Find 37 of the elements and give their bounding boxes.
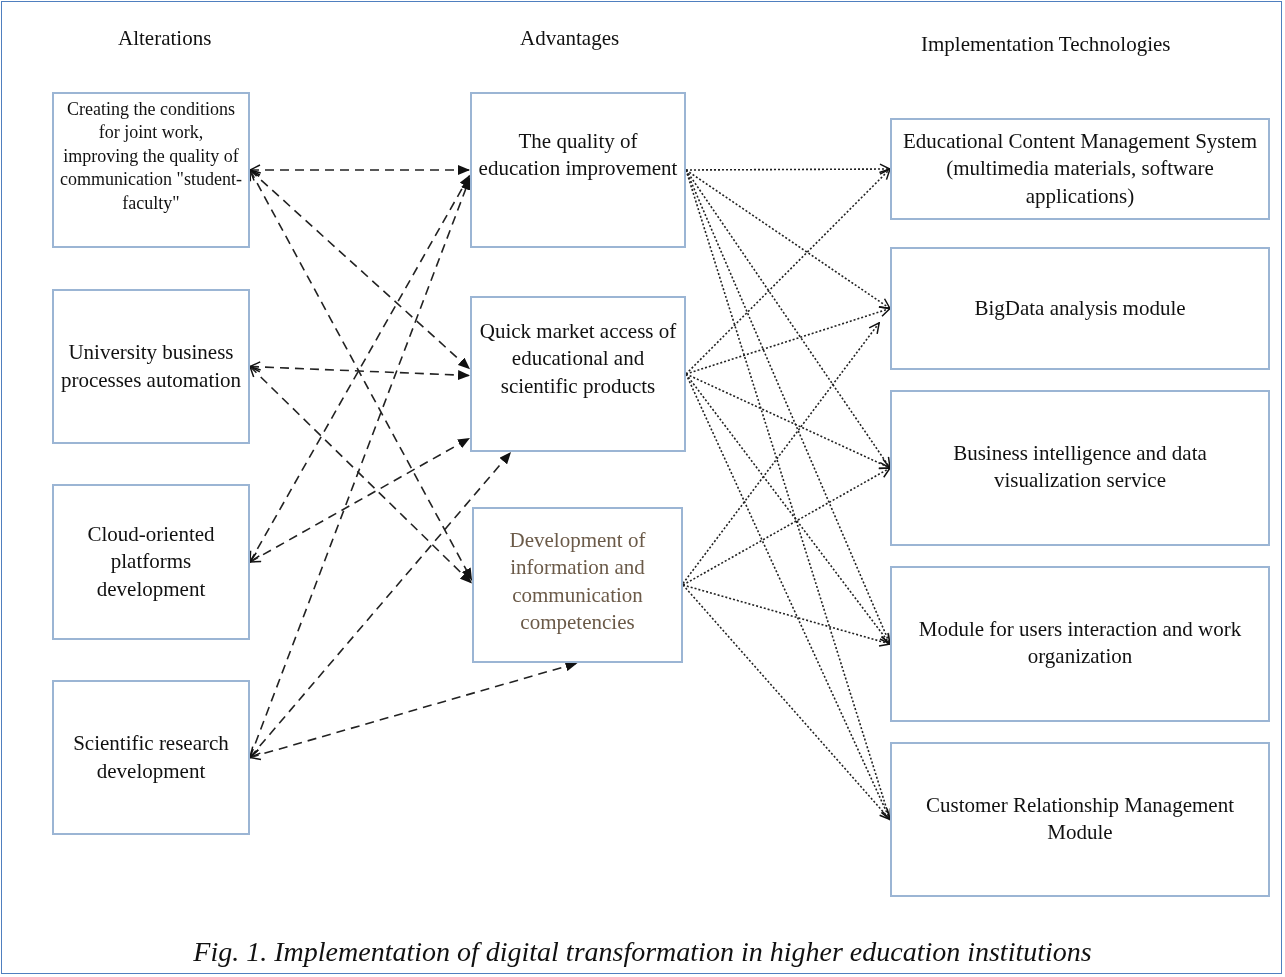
process-box <box>52 92 250 248</box>
process-box <box>52 680 250 835</box>
column-heading: Advantages <box>520 26 620 51</box>
process-box <box>890 742 1270 897</box>
process-box <box>52 289 250 444</box>
node-text: BigData analysis module <box>974 295 1186 322</box>
arrow <box>249 661 579 761</box>
process-box <box>890 247 1270 370</box>
arrow <box>249 361 471 381</box>
node-text: Educational Content Management System (multimedia materials, software applications) <box>902 128 1258 210</box>
arrow <box>682 584 891 821</box>
node-text: The quality of education improvement <box>478 128 678 183</box>
node-text: Business intelligence and data visualization service <box>952 440 1208 495</box>
arrow <box>249 164 471 176</box>
column-heading: Alterations <box>118 26 212 51</box>
node-text: Scientific research development <box>72 730 230 785</box>
node-text: Module for users interaction and work organization <box>917 616 1243 671</box>
node-text: Customer Relationship Management Module <box>925 792 1235 847</box>
process-box <box>470 296 686 452</box>
process-box <box>890 118 1270 220</box>
process-box <box>890 566 1270 722</box>
node-text: Quick market access of educational and scientific products <box>478 318 678 400</box>
process-box <box>472 507 683 663</box>
process-box <box>890 390 1270 546</box>
column-heading: Implementation Technologies <box>921 32 1171 57</box>
process-box <box>52 484 250 640</box>
arrow <box>249 451 512 759</box>
node-text: Cloud-oriented platforms development <box>86 521 216 603</box>
process-box <box>470 92 686 248</box>
node-text: Creating the conditions for joint work, improving the quality of communication "student-faculty" <box>60 98 242 215</box>
arrow <box>249 169 471 371</box>
arrow <box>249 365 473 585</box>
node-text: Development of information and communication competencies <box>508 527 647 636</box>
figure-caption: Fig. 1. Implementation of digital transformation in higher education institutions <box>192 936 1093 968</box>
arrow <box>249 437 471 563</box>
arrow <box>685 168 891 375</box>
node-text: University business processes automation <box>60 339 242 394</box>
